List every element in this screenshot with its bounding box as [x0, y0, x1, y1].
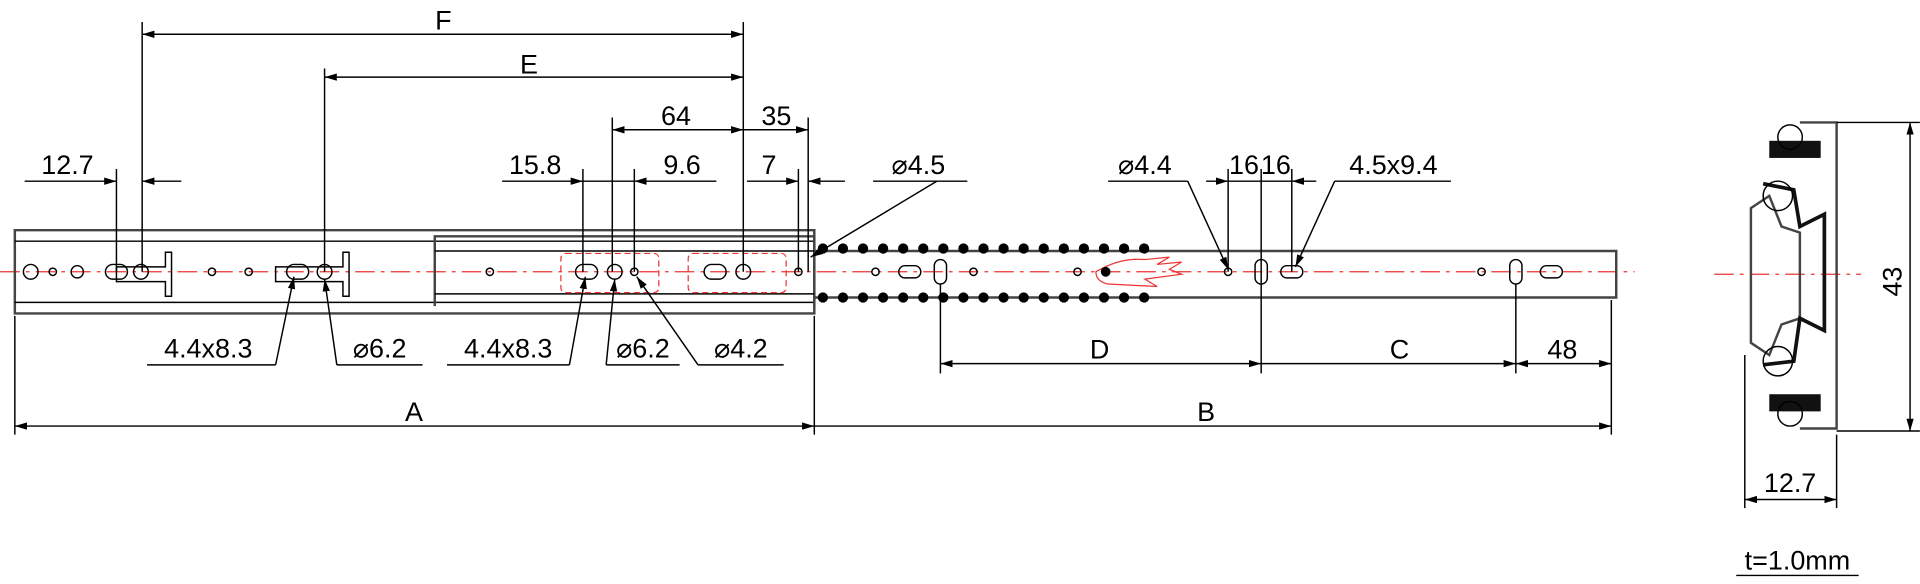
ball-bearing	[817, 292, 829, 303]
dim-16a: 16	[1229, 150, 1259, 180]
ball-bearing	[898, 292, 909, 303]
cross-section	[1714, 121, 1920, 509]
dim-48: 48	[1547, 335, 1577, 365]
ball-bearing	[898, 243, 909, 254]
hole-4-5: ⌀4.5	[892, 150, 946, 180]
ball-bearing	[857, 243, 869, 254]
dim-F: F	[435, 5, 451, 35]
ball-bearing	[978, 292, 989, 303]
dim-7: 7	[762, 150, 777, 180]
slot-4-4x8-3-mid: 4.4x8.3	[464, 334, 552, 364]
hole-4-4: ⌀4.4	[1118, 150, 1172, 180]
dim-12-7-top: 12.7	[41, 150, 93, 180]
dim-width-12-7: 12.7	[1764, 468, 1816, 498]
ball-bearing	[1098, 292, 1110, 303]
ball-bearing	[1058, 243, 1069, 254]
dim-C: C	[1390, 335, 1409, 365]
ball-bearing	[1018, 243, 1029, 254]
ball-bearing	[877, 292, 889, 303]
dim-15-8: 15.8	[509, 150, 561, 180]
ball-bearing	[918, 292, 929, 303]
ball-bearing	[1078, 243, 1090, 254]
outer-rail	[13, 228, 816, 315]
ball-bearing	[837, 243, 849, 254]
ball-bearing	[958, 292, 969, 303]
dimension-labels: F E 64 35 12.7 15.8 9.6 7 ⌀4.5 ⌀4.4 16 1…	[41, 5, 1908, 577]
ball-bearing	[998, 243, 1009, 254]
ball-bearing	[1038, 292, 1049, 303]
dim-16b: 16	[1261, 150, 1291, 180]
ball-bearing	[877, 243, 889, 254]
ball-bearing	[918, 243, 929, 254]
thickness-note: t=1.0mm	[1745, 545, 1850, 575]
dim-64: 64	[661, 101, 691, 131]
dimension-lines	[14, 22, 1613, 435]
dim-D: D	[1090, 335, 1109, 365]
ball-bearing	[1098, 243, 1110, 254]
dim-9-6: 9.6	[663, 150, 700, 180]
ball-bearing	[938, 243, 949, 254]
ball-bearing	[1138, 243, 1150, 254]
ball-bearing	[837, 292, 849, 303]
ball-bearing	[857, 292, 869, 303]
ball-bearing	[1078, 292, 1090, 303]
ball-bearing	[1118, 292, 1130, 303]
slot-4-4x8-3-left: 4.4x8.3	[164, 334, 252, 364]
dim-E: E	[520, 49, 538, 79]
ball-bearing	[1018, 292, 1029, 303]
ball-bearing	[978, 243, 989, 254]
ball-bearing	[958, 243, 969, 254]
hole-6-2-left: ⌀6.2	[353, 334, 407, 364]
ball-bearing	[1118, 243, 1130, 254]
dim-height-43: 43	[1878, 267, 1908, 297]
dim-B: B	[1197, 397, 1215, 427]
ball-bearing	[1038, 243, 1049, 254]
inner-rail	[814, 249, 1618, 299]
slot-4-5x9-4: 4.5x9.4	[1349, 150, 1437, 180]
ball-bearings	[817, 243, 1150, 303]
dim-35: 35	[761, 101, 791, 131]
ball-bearing	[1058, 292, 1069, 303]
hole-4-2: ⌀4.2	[714, 334, 768, 364]
hole-6-2-mid: ⌀6.2	[616, 334, 670, 364]
dim-A: A	[405, 397, 423, 427]
ball-bearing	[1138, 292, 1150, 303]
ball-bearing	[998, 292, 1009, 303]
